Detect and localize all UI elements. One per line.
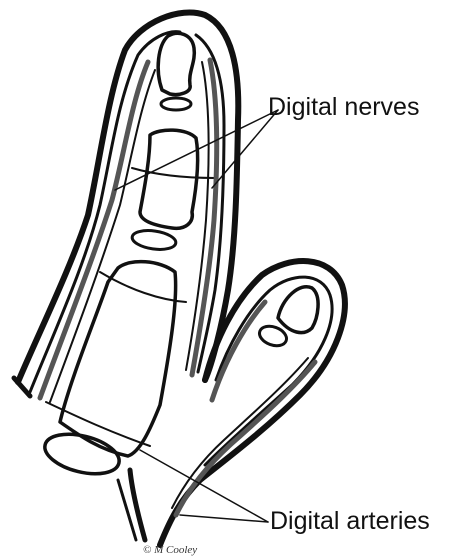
middle-finger bbox=[160, 261, 345, 545]
proximal-joint-sesamoid bbox=[131, 228, 177, 252]
index-finger bbox=[18, 12, 238, 480]
curled-distal-phalanx bbox=[278, 287, 318, 333]
index-nerve-left bbox=[50, 70, 155, 402]
metacarpal-head bbox=[41, 427, 123, 480]
index-artery-right bbox=[192, 60, 217, 375]
proximal-phalanx bbox=[60, 262, 176, 456]
index-inner-outline-left bbox=[30, 32, 180, 392]
copyright-credit: © M Cooley bbox=[143, 544, 197, 556]
index-finger-outline bbox=[18, 12, 238, 382]
distal-phalanx-tip bbox=[158, 33, 194, 94]
left-edge-stroke bbox=[14, 378, 30, 396]
digital-nerves-label: Digital nerves bbox=[268, 95, 419, 120]
distal-joint-sesamoid bbox=[161, 98, 191, 110]
nerves-leader-line-2 bbox=[212, 110, 278, 188]
middle-phalanx bbox=[140, 130, 198, 228]
digital-arteries-label: Digital arteries bbox=[270, 509, 430, 534]
middle-artery-right bbox=[176, 362, 315, 515]
arteries-leader-line-2 bbox=[180, 515, 268, 522]
